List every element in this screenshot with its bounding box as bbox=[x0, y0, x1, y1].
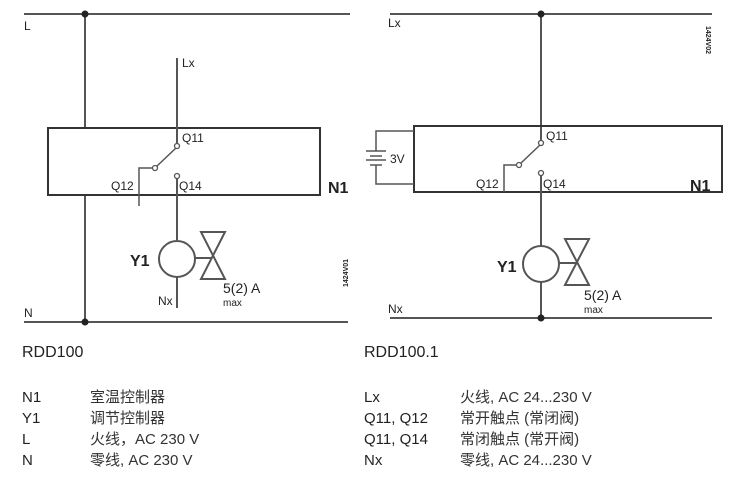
terminal-q11 bbox=[537, 139, 545, 147]
legend-code: Lx bbox=[364, 389, 380, 406]
battery-wire-bottom bbox=[375, 165, 414, 185]
legend-desc: 零线, AC 230 V bbox=[90, 452, 193, 469]
label-rating-max: max bbox=[223, 298, 242, 309]
diagram-rdd100 bbox=[24, 13, 350, 323]
terminal-q11 bbox=[173, 142, 181, 150]
legend-code: L bbox=[22, 431, 31, 448]
legend-row: Y1 调节控制器 bbox=[22, 408, 165, 430]
label-lx: Lx bbox=[182, 56, 195, 70]
label-actuator-y1: Y1 bbox=[130, 253, 150, 270]
junction-dot-l bbox=[81, 10, 89, 18]
legend-right: Lx 火线, AC 24...230 V Q11, Q12 常开触点 (常闭阀) Q… bbox=[364, 387, 734, 487]
terminal-q14 bbox=[173, 172, 181, 180]
junction-dot-n bbox=[81, 318, 89, 326]
drawing-code: 1424V01 bbox=[343, 259, 350, 287]
wire-q12 bbox=[503, 164, 517, 192]
actuator-y1-circle bbox=[522, 245, 560, 283]
legend-row: Q11, Q14 常闭触点 (常开阀) bbox=[364, 429, 579, 451]
junction-dot-nx bbox=[537, 314, 545, 322]
switch-blade bbox=[156, 147, 177, 167]
label-rating-max: max bbox=[584, 305, 603, 316]
label-q14: Q14 bbox=[543, 177, 566, 191]
label-actuator-y1: Y1 bbox=[497, 259, 517, 276]
legend-code: Q11, Q14 bbox=[364, 431, 428, 448]
wire-q12 bbox=[138, 167, 153, 206]
label-rating: 5(2) A bbox=[223, 280, 261, 296]
switch-blade bbox=[520, 144, 541, 164]
legend-row: N 零线, AC 230 V bbox=[22, 450, 193, 472]
valve-icon bbox=[563, 238, 591, 286]
label-q14: Q14 bbox=[179, 179, 202, 193]
legend-row: Lx 火线, AC 24...230 V bbox=[364, 387, 592, 409]
actuator-y1-circle bbox=[158, 240, 196, 278]
device-box-n1 bbox=[413, 125, 723, 193]
legend-row: Nx 零线, AC 24...230 V bbox=[364, 450, 592, 472]
label-bus-l: L bbox=[24, 19, 31, 33]
legend-desc: 室温控制器 bbox=[90, 389, 166, 406]
drawing-code: 1424V02 bbox=[704, 26, 711, 54]
terminal-q14 bbox=[537, 169, 545, 177]
label-q11: Q11 bbox=[182, 131, 204, 145]
legend-desc: 零线, AC 24...230 V bbox=[460, 452, 592, 469]
legend-row: N1 室温控制器 bbox=[22, 387, 165, 409]
label-bus-lx: Lx bbox=[388, 16, 401, 30]
battery-wire-top bbox=[375, 130, 414, 151]
switch-pivot bbox=[515, 161, 523, 169]
label-nx: Nx bbox=[158, 294, 173, 308]
legend-desc: 调节控制器 bbox=[90, 410, 166, 427]
label-q11: Q11 bbox=[546, 129, 568, 143]
label-rating: 5(2) A bbox=[584, 287, 622, 303]
label-q12: Q12 bbox=[111, 179, 134, 193]
legend-desc: 常闭触点 (常开阀) bbox=[460, 431, 580, 448]
legend-desc: 常开触点 (常闭阀) bbox=[460, 410, 580, 427]
legend-code: N1 bbox=[22, 389, 42, 406]
label-battery-3v: 3V bbox=[390, 152, 405, 166]
legend-code: Nx bbox=[364, 452, 383, 469]
legend-code: Y1 bbox=[22, 410, 41, 427]
label-q12: Q12 bbox=[476, 177, 499, 191]
legend-row: L 火线，AC 230 V bbox=[22, 429, 199, 451]
legend-code: N bbox=[22, 452, 33, 469]
label-device-n1: N1 bbox=[690, 178, 711, 195]
diagram-rdd100-1 bbox=[366, 13, 723, 319]
label-device-n1: N1 bbox=[328, 180, 349, 197]
legend-desc: 火线，AC 230 V bbox=[90, 431, 200, 448]
model-title-rdd100: RDD100 bbox=[22, 344, 84, 361]
switch-pivot bbox=[151, 164, 159, 172]
legend-left: N1 室温控制器 Y1 调节控制器 L 火线，AC 230 V N 零线, AC 230… bbox=[22, 387, 342, 487]
label-bus-n: N bbox=[24, 306, 33, 320]
valve-icon bbox=[199, 231, 227, 280]
label-bus-nx: Nx bbox=[388, 302, 403, 316]
legend-row: Q11, Q12 常开触点 (常闭阀) bbox=[364, 408, 579, 430]
legend-desc: 火线, AC 24...230 V bbox=[460, 389, 592, 406]
model-title-rdd100-1: RDD100.1 bbox=[364, 344, 439, 361]
legend-code: Q11, Q12 bbox=[364, 410, 428, 427]
device-box-n1 bbox=[47, 127, 321, 196]
junction-dot-lx bbox=[537, 10, 545, 18]
